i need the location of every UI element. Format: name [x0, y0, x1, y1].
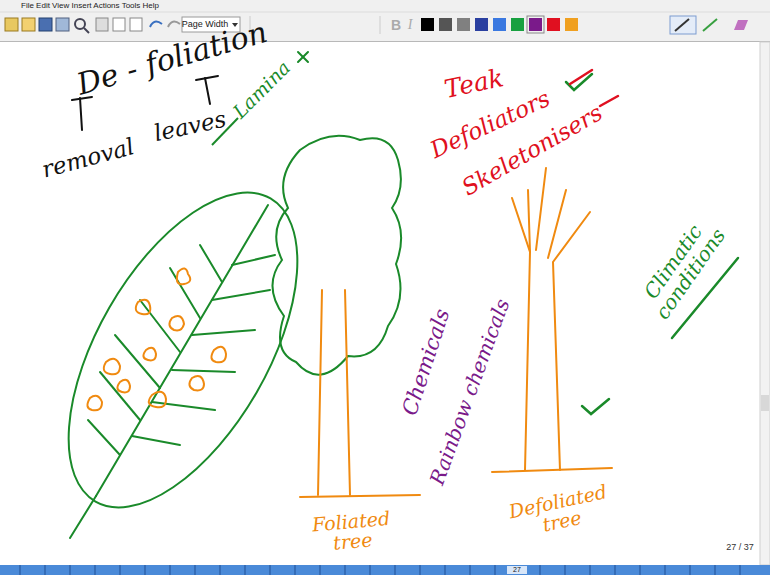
meaning-text: removal [39, 134, 136, 182]
page-counter: 27 / 37 [726, 543, 754, 552]
note-text: Teak [442, 65, 506, 103]
defoliated-tree [492, 168, 612, 472]
part-label: Lamina [230, 58, 295, 123]
cross-mark [298, 52, 308, 62]
foliated-tree [272, 136, 420, 497]
bold-button: B [391, 18, 401, 33]
tree-label: Defoliated tree [490, 478, 630, 545]
tree-label: Foliated tree [295, 507, 408, 556]
page-number: 27 [513, 566, 521, 573]
note-text: Climatic conditions [630, 207, 733, 329]
note-text: Chemicals [398, 306, 453, 418]
scrollbar [760, 42, 770, 565]
toolbar-icons [5, 16, 748, 34]
leaf-drawing [22, 156, 344, 544]
menu-bar: File Edit View Insert Actions Tools Help [21, 2, 159, 10]
toolbar-ground [0, 0, 770, 42]
page-bar [0, 565, 770, 575]
italic-button: I [408, 18, 413, 33]
leaf-holes [87, 268, 226, 410]
